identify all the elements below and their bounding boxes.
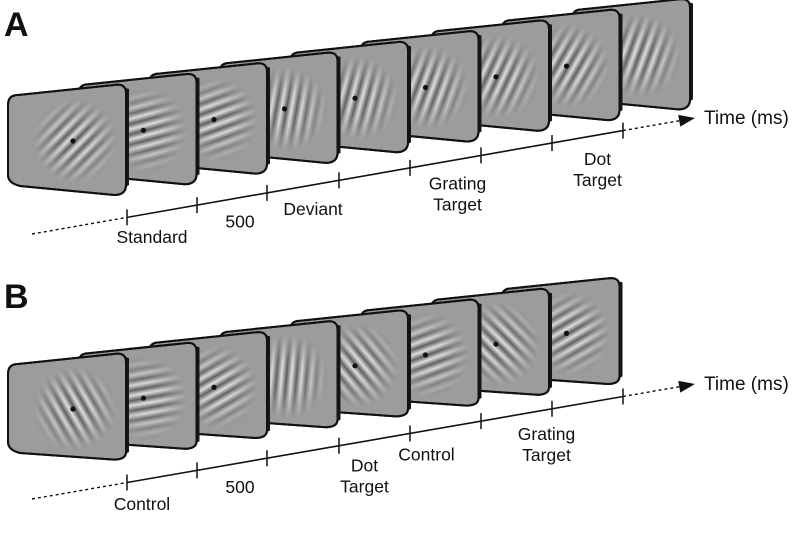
fixation-dot bbox=[140, 127, 147, 133]
panel-a-time-axis bbox=[31, 114, 695, 235]
fixation-dot bbox=[70, 138, 76, 144]
axis-line bbox=[126, 395, 624, 484]
axis-lead-in bbox=[31, 481, 128, 500]
panel-b-letter: B bbox=[4, 278, 29, 316]
fixation-dot bbox=[422, 352, 429, 358]
fixation-dot bbox=[70, 406, 76, 412]
panel-a-frames bbox=[7, 0, 693, 197]
axis-lead-out bbox=[622, 119, 684, 132]
axis-arrowhead bbox=[678, 380, 695, 393]
axis-arrowhead bbox=[678, 114, 695, 127]
event-label: Control bbox=[398, 445, 454, 465]
panel-b-time-axis bbox=[31, 380, 695, 500]
fixation-dot bbox=[493, 341, 499, 347]
panel-a-letter: A bbox=[4, 6, 29, 44]
axis-lead-out bbox=[622, 385, 684, 398]
fixation-dot bbox=[352, 363, 358, 369]
axis-line bbox=[126, 129, 624, 219]
fixation-dot bbox=[281, 106, 288, 112]
fixation-dot bbox=[493, 74, 499, 80]
event-label: 500 bbox=[225, 212, 254, 232]
fixation-dot bbox=[211, 384, 217, 390]
event-label: Deviant bbox=[283, 199, 342, 219]
event-label: Standard bbox=[116, 227, 187, 247]
panel-a-axis-title: Time (ms) bbox=[704, 108, 789, 129]
axis-lead-in bbox=[31, 216, 128, 235]
event-label: Control bbox=[114, 494, 170, 514]
fixation-dot bbox=[563, 63, 570, 69]
event-label: 500 bbox=[225, 477, 254, 497]
panel-b-axis-title: Time (ms) bbox=[704, 374, 789, 395]
stimulus-frame bbox=[7, 352, 129, 461]
panel-b-frames bbox=[7, 277, 623, 461]
fixation-dot bbox=[211, 117, 217, 123]
stimulus-frame bbox=[7, 83, 129, 197]
fixation-dot bbox=[140, 395, 147, 401]
fixation-dot bbox=[352, 95, 358, 101]
fixation-dot bbox=[422, 84, 429, 91]
fixation-dot bbox=[563, 330, 570, 336]
